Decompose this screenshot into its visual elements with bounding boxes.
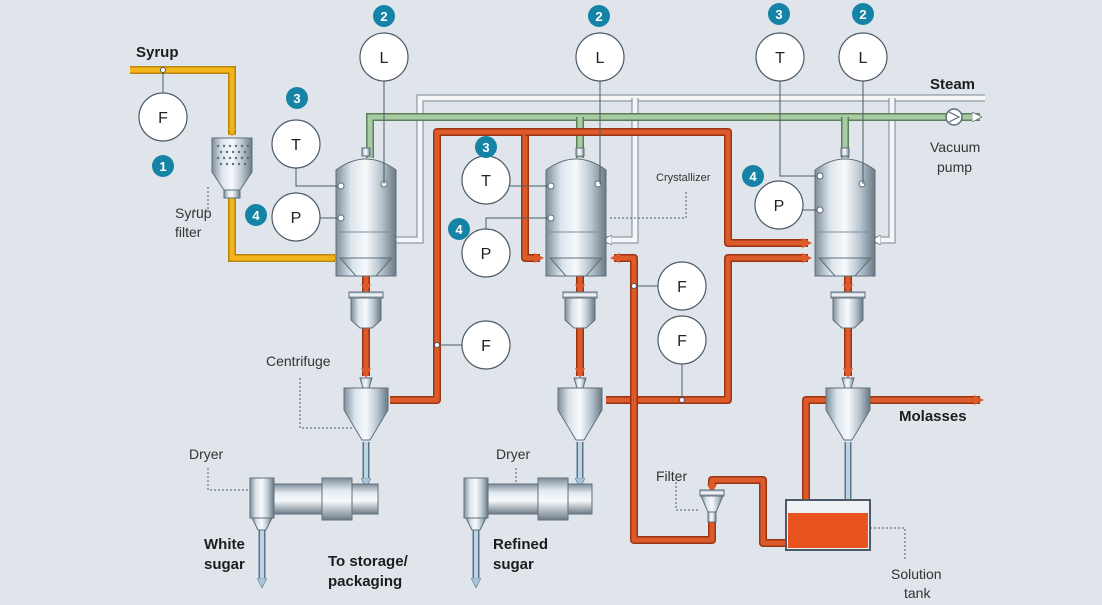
instrument-label: L (380, 50, 389, 67)
receiver-1 (348, 291, 384, 329)
badge-label: 2 (380, 9, 387, 24)
label-storage-1: To storage/ (328, 553, 409, 570)
badge-l1: 2 (373, 5, 395, 27)
instrument-t1: T (271, 119, 321, 169)
badge-label: 3 (293, 91, 300, 106)
badge-p1: 4 (245, 204, 267, 226)
receiver-3 (830, 291, 866, 329)
instrument-l2: L (575, 32, 625, 82)
label-dryer-2: Dryer (496, 446, 531, 462)
label-vacuum-pump-2: pump (937, 159, 972, 175)
instrument-label: L (596, 50, 605, 67)
label-solution-tank-2: tank (904, 585, 931, 601)
leader-lines (193, 185, 906, 560)
label-centrifuge: Centrifuge (266, 353, 331, 369)
instrument-l1: L (359, 32, 409, 82)
instrument-label: F (677, 333, 687, 350)
badge-label: 2 (595, 9, 602, 24)
badge-p2: 4 (448, 218, 470, 240)
badge-label: 4 (455, 222, 463, 237)
label-steam: Steam (930, 76, 975, 93)
instrument-label: L (859, 50, 868, 67)
badge-t3: 3 (768, 3, 790, 25)
instrument-label: T (291, 137, 301, 154)
instrument-t2: T (461, 155, 511, 205)
instrument-p1: P (271, 192, 321, 242)
label-refined-sugar-2: sugar (493, 556, 534, 573)
badge-t1: 3 (286, 87, 308, 109)
badge-p3: 4 (742, 165, 764, 187)
label-molasses: Molasses (899, 408, 967, 425)
crystallizer-2 (545, 147, 607, 277)
instrument-junctions (160, 67, 685, 403)
dryer-2 (463, 477, 593, 531)
instrument-label: P (291, 210, 302, 227)
instrument-label: T (775, 50, 785, 67)
instrument-label: P (481, 246, 492, 263)
label-syrup-filter-1: Syrup (175, 205, 212, 221)
badge-t2: 3 (475, 136, 497, 158)
label-syrup: Syrup (136, 44, 179, 61)
centrifuge-1 (343, 377, 389, 441)
instrument-f-centrifuge1: F (461, 320, 511, 370)
diagram-labels: Syrup Syrup filter Steam Vacuum pump Cry… (136, 44, 980, 601)
vacuum-pump-icon (945, 108, 963, 126)
label-syrup-filter-2: filter (175, 224, 202, 240)
label-white-sugar-1: White (204, 536, 245, 553)
dryer-1 (249, 477, 379, 531)
badge-label: 2 (859, 7, 866, 22)
centrifuge-3 (825, 377, 871, 441)
label-refined-sugar-1: Refined (493, 536, 548, 553)
label-dryer-1: Dryer (189, 446, 224, 462)
label-solution-tank-1: Solution (891, 566, 942, 582)
crystallizer-1 (335, 147, 397, 277)
syrup-filter-icon (211, 137, 253, 199)
instrument-label: F (677, 279, 687, 296)
instrument-label: T (481, 173, 491, 190)
instrument-label: F (158, 110, 168, 127)
label-filter: Filter (656, 468, 687, 484)
label-white-sugar-2: sugar (204, 556, 245, 573)
badge-label: 3 (775, 7, 782, 22)
instrument-label: F (481, 338, 491, 355)
label-storage-2: packaging (328, 573, 402, 590)
badge-flow: 1 (152, 155, 174, 177)
instrument-t3: T (755, 32, 805, 82)
instrument-label: P (774, 198, 785, 215)
instrument-l3: L (838, 32, 888, 82)
badge-l2: 2 (588, 5, 610, 27)
badge-label: 3 (482, 140, 489, 155)
instrument-p3: P (754, 180, 804, 230)
filter-vessel (699, 489, 725, 523)
label-crystallizer: Crystallizer (656, 172, 711, 184)
instrument-f-line3: F (657, 315, 707, 365)
instrument-p2: P (461, 228, 511, 278)
badge-label: 4 (749, 169, 757, 184)
receiver-2 (562, 291, 598, 329)
product-arrows (361, 238, 984, 518)
instrument-f-recycle: F (657, 261, 707, 311)
solution-tank (785, 499, 871, 551)
badge-label: 4 (252, 208, 260, 223)
centrifuge-2 (557, 377, 603, 441)
label-vacuum-pump-1: Vacuum (930, 139, 980, 155)
badge-l3: 2 (852, 3, 874, 25)
badge-label: 1 (159, 159, 166, 174)
instrument-f-syrup: F (138, 92, 188, 142)
crystallizer-3 (814, 147, 876, 277)
